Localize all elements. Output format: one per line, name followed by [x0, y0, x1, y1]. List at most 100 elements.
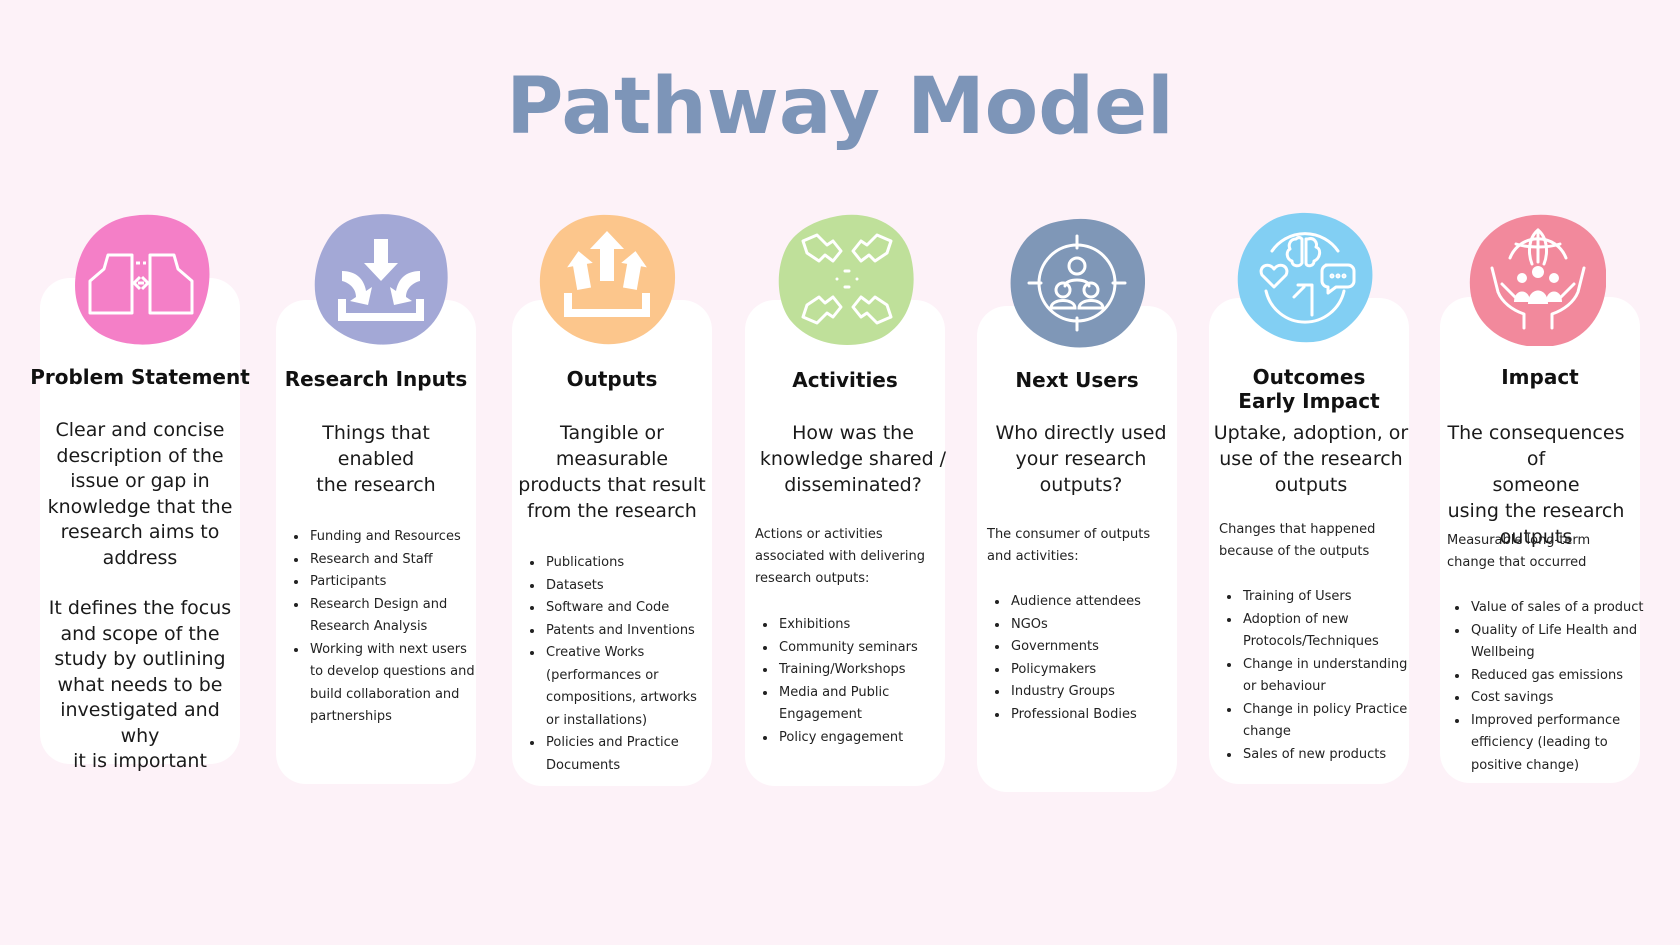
desc-line: Uptake, adoption, or: [1213, 422, 1409, 444]
desc-line: it is important: [73, 750, 207, 772]
card-description: Clear and concise description of the iss…: [40, 418, 240, 775]
desc-line: Tangible or: [560, 422, 664, 444]
desc-line: Who directly used: [995, 422, 1167, 444]
list-item: Change in understanding or behaviour: [1241, 654, 1409, 699]
card-panel: [512, 300, 712, 786]
card-panel: [1440, 297, 1640, 783]
card-description: Things that enabled the research: [276, 420, 476, 498]
card-description: Tangible or measurable products that res…: [512, 420, 712, 524]
list-item: Community seminars: [777, 637, 945, 660]
desc-line: study by outlining: [54, 648, 226, 670]
card-heading-line: Early Impact: [1238, 389, 1380, 413]
problem-blob: [72, 213, 210, 345]
list-item: Professional Bodies: [1009, 704, 1177, 727]
desc-line: description of the: [56, 444, 224, 467]
list-item: Research Design and Research Analysis: [308, 594, 476, 639]
desc-line: from the research: [527, 500, 697, 522]
desc-line: the research: [316, 474, 436, 496]
bullet-list: Value of sales of a product Quality of L…: [1447, 597, 1647, 777]
desc-line: measurable: [555, 448, 669, 470]
brain-heart-chat-icon: [1259, 232, 1356, 324]
list-item: Funding and Resources: [308, 526, 476, 549]
list-item: Training of Users: [1241, 586, 1409, 609]
list-item: Quality of Life Health and Wellbeing: [1469, 620, 1647, 665]
impact-blob: [1468, 214, 1606, 346]
desc-line: outputs: [1274, 474, 1348, 496]
card-intro: Changes that happened because of the out…: [1219, 522, 1376, 559]
handshake-icon: [801, 233, 893, 325]
list-item: Participants: [308, 571, 476, 594]
card-intro: The consumer of outputs and activities:: [987, 527, 1151, 564]
desc-line: and scope of the: [60, 622, 220, 645]
list-item: Policies and Practice Documents: [544, 732, 712, 777]
list-item: Software and Code: [544, 597, 712, 620]
inbox-download-icon: [338, 239, 424, 321]
outputs-blob: [538, 213, 676, 345]
list-item: Patents and Inventions: [544, 620, 712, 643]
list-item: Policy engagement: [777, 727, 945, 750]
outbox-upload-icon: [564, 231, 650, 317]
desc-line: disseminated?: [784, 474, 922, 496]
list-item: Media and Public Engagement: [777, 682, 945, 727]
desc-line: Clear and concise: [55, 419, 225, 441]
outcomes-blob-shape: [1237, 212, 1373, 343]
bullet-list: Publications Datasets Software and Code …: [522, 552, 712, 777]
list-item: Improved performance efficiency (leading…: [1469, 710, 1647, 778]
desc-line: knowledge that the: [47, 495, 233, 518]
inputs-blob: [312, 213, 450, 345]
list-item: Change in policy Practice change: [1241, 699, 1409, 744]
list-item: Cost savings: [1469, 687, 1647, 710]
card-heading: Research Inputs: [284, 367, 468, 391]
desc-line: It defines the focus: [48, 597, 232, 619]
gap-bridge-icon: [88, 253, 194, 315]
card-panel: [1209, 298, 1409, 784]
outcomes-blob: [1236, 211, 1374, 343]
desc-line: knowledge shared /: [759, 448, 947, 470]
desc-line: products that result: [518, 474, 706, 496]
card-heading: Problem Statement: [30, 365, 250, 389]
card-description: The consequences of someone using the re…: [1436, 420, 1636, 550]
card-intro: Measurable long-term change that occurre…: [1447, 533, 1591, 570]
bullet-list: Audience attendees NGOs Governments Poli…: [987, 591, 1177, 726]
card-heading: Impact: [1501, 365, 1579, 389]
desc-line: issue or gap in: [70, 470, 210, 492]
card-heading: Outcomes Early Impact: [1199, 365, 1419, 413]
list-item: Datasets: [544, 575, 712, 598]
card-heading: Outputs: [566, 367, 658, 391]
impact-blob-shape: [1469, 214, 1606, 346]
desc-line: How was the: [792, 422, 914, 444]
card-description: Uptake, adoption, or use of the research…: [1211, 420, 1411, 498]
list-item: Value of sales of a product: [1469, 597, 1647, 620]
desc-line: use of the research: [1219, 448, 1403, 470]
card-heading: Activities: [792, 368, 898, 392]
next-users-blob: [1007, 216, 1145, 348]
desc-line: The consequences of: [1447, 422, 1625, 470]
desc-line: research aims to: [60, 521, 220, 543]
list-item: Adoption of new Protocols/Techniques: [1241, 609, 1409, 654]
card-panel: [276, 300, 476, 784]
desc-line: investigated and why: [60, 699, 220, 747]
target-audience-icon: [1027, 234, 1127, 332]
list-item: Industry Groups: [1009, 681, 1177, 704]
activities-blob: [777, 213, 915, 345]
desc-line: what needs to be: [57, 673, 223, 696]
desc-spacer: [40, 571, 240, 596]
page-title: Pathway Model: [506, 62, 1174, 152]
bullet-list: Funding and Resources Research and Staff…: [286, 526, 476, 729]
list-item: Reduced gas emissions: [1469, 665, 1647, 688]
list-item: Governments: [1009, 636, 1177, 659]
list-item: Training/Workshops: [777, 659, 945, 682]
desc-line: enabled: [337, 448, 415, 470]
list-item: Research and Staff: [308, 549, 476, 572]
list-item: Exhibitions: [777, 614, 945, 637]
card-panel: [977, 306, 1177, 792]
card-description: How was the knowledge shared / dissemina…: [753, 420, 953, 498]
card-heading: Next Users: [1015, 368, 1139, 392]
card-panel: [40, 278, 240, 764]
desc-line: outputs?: [1039, 474, 1123, 496]
desc-line: someone: [1492, 474, 1580, 496]
list-item: Policymakers: [1009, 659, 1177, 682]
card-panel: [745, 300, 945, 786]
desc-line: your research: [1015, 448, 1147, 470]
list-item: Working with next users to develop quest…: [308, 639, 476, 729]
